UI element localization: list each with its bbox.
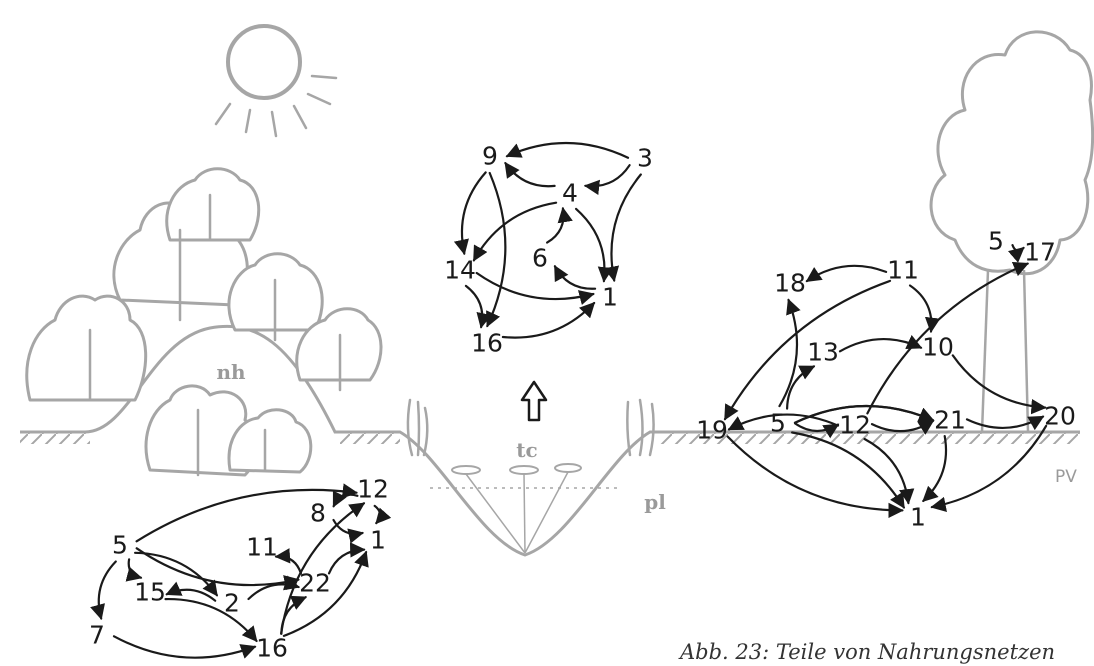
food-web-arrow bbox=[466, 286, 482, 327]
food-web-arrow bbox=[276, 557, 301, 574]
food-web-arrow bbox=[865, 439, 909, 503]
web-node: 11 bbox=[887, 256, 919, 285]
web-node: 11 bbox=[246, 533, 278, 562]
label-pv: PV bbox=[1055, 467, 1077, 487]
web-node: 1 bbox=[602, 283, 618, 312]
web-node: 6 bbox=[532, 244, 548, 273]
arrow-up-icon bbox=[522, 382, 546, 420]
food-web-arrow bbox=[555, 266, 595, 288]
food-web-arrow bbox=[923, 436, 946, 501]
web-node: 10 bbox=[922, 333, 954, 362]
food-web-arrow bbox=[114, 636, 255, 657]
label-nh: nh bbox=[216, 360, 246, 384]
web-node: 17 bbox=[1024, 238, 1056, 267]
figure-caption: Abb. 23: Teile von Nahrungsnetzen bbox=[680, 640, 1055, 664]
web-node: 9 bbox=[482, 142, 498, 171]
web-node: 7 bbox=[89, 621, 105, 650]
web-node: 22 bbox=[299, 569, 331, 598]
web-node: 2 bbox=[224, 589, 240, 618]
food-web-arrow bbox=[507, 143, 628, 158]
food-web-arrow bbox=[787, 366, 814, 408]
label-tc: tc bbox=[516, 438, 537, 462]
food-web-arrow bbox=[585, 165, 629, 186]
web-node: 21 bbox=[934, 406, 966, 435]
web-node: 5 bbox=[112, 531, 128, 560]
food-web-arrow bbox=[576, 209, 604, 281]
web-node: 1 bbox=[370, 526, 386, 555]
food-web-arrow bbox=[334, 495, 358, 507]
food-web-hedge: 5 15 2 7 16 22 12 8 11 1 bbox=[89, 475, 389, 663]
web-node: 8 bbox=[310, 499, 326, 528]
food-web-arrow bbox=[780, 300, 798, 406]
web-node: 18 bbox=[774, 269, 806, 298]
web-node: 5 bbox=[770, 409, 786, 438]
food-web-arrow bbox=[547, 208, 563, 242]
web-node: 1 bbox=[910, 503, 926, 532]
food-web-arrow bbox=[807, 266, 886, 281]
food-web-arrow bbox=[872, 421, 933, 431]
web-node: 14 bbox=[444, 256, 476, 285]
food-web-arrow bbox=[505, 163, 554, 186]
food-web-arrow bbox=[910, 286, 931, 332]
web-node: 12 bbox=[357, 475, 389, 504]
food-web-arrow bbox=[503, 303, 594, 338]
hedge-trees bbox=[27, 169, 381, 475]
food-web-arrow bbox=[953, 355, 1045, 407]
food-web-arrow bbox=[129, 559, 141, 577]
web-node: 16 bbox=[256, 634, 288, 663]
web-node: 15 bbox=[134, 578, 166, 607]
food-web-arrow bbox=[795, 423, 838, 431]
label-pl: pl bbox=[644, 490, 666, 514]
food-web-arrow bbox=[334, 520, 363, 534]
web-node: 20 bbox=[1044, 402, 1076, 431]
food-web-arrow bbox=[375, 506, 380, 523]
web-node: 4 bbox=[562, 179, 578, 208]
web-node: 3 bbox=[637, 144, 653, 173]
right-tree bbox=[931, 32, 1092, 432]
web-node: 12 bbox=[839, 411, 871, 440]
web-node: 16 bbox=[471, 329, 503, 358]
web-node: 5 bbox=[988, 227, 1004, 256]
food-web-arrow bbox=[99, 562, 116, 619]
food-web-arrow bbox=[487, 173, 505, 326]
food-web-arrow bbox=[967, 417, 1043, 428]
food-web-arrow bbox=[611, 175, 640, 281]
web-node: 13 bbox=[807, 338, 839, 367]
web-node: 19 bbox=[696, 416, 728, 445]
food-web-arrow bbox=[166, 599, 257, 641]
food-web-arrow bbox=[462, 172, 486, 253]
sun-icon bbox=[216, 26, 336, 136]
